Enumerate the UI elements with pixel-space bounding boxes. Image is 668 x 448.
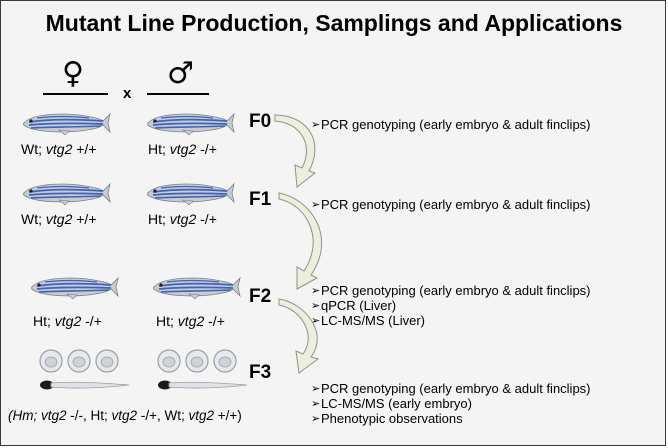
- arrow-bullet-icon: ➢: [311, 412, 321, 425]
- arrow-bullet-icon: ➢: [311, 314, 321, 327]
- generation-arrows: [274, 114, 322, 374]
- f3-applications: ➢PCR genotyping (early embryo & adult fi…: [311, 381, 591, 426]
- f0-male-genotype: Ht; vtg2 -/+: [148, 141, 217, 157]
- arrow-bullet-icon: ➢: [311, 284, 321, 297]
- arrow-bullet-icon: ➢: [311, 397, 321, 410]
- list-item: ➢PCR genotyping (early embryo & adult fi…: [311, 381, 591, 396]
- arrow-f1-to-f2: [278, 192, 322, 290]
- f1-male-genotype: Ht; vtg2 -/+: [148, 211, 217, 227]
- arrow-bullet-icon: ➢: [311, 198, 321, 211]
- list-item: ➢PCR genotyping (early embryo & adult fi…: [311, 197, 591, 212]
- f1-applications: ➢PCR genotyping (early embryo & adult fi…: [311, 197, 591, 212]
- fish-icon-f1-male: [143, 179, 235, 207]
- list-item: ➢qPCR (Liver): [311, 298, 397, 313]
- arrow-bullet-icon: ➢: [311, 118, 321, 131]
- list-item: ➢LC-MS/MS (Liver): [311, 313, 426, 328]
- fish-icon-f0-male: [143, 109, 235, 137]
- arrow-f2-to-f3: [278, 298, 320, 374]
- f3-offspring-genotypes: (Hm; vtg2 -/-, Ht; vtg2 -/+, Wt; vtg2 +/…: [8, 408, 242, 423]
- list-item: ➢PCR genotyping (early embryo & adult fi…: [311, 283, 591, 298]
- f2-applications: ➢PCR genotyping (early embryo & adult fi…: [311, 283, 591, 328]
- generation-label-f0: F0: [249, 111, 272, 132]
- male-symbol: ♂: [167, 56, 194, 91]
- generation-label-f2: F2: [249, 286, 272, 307]
- arrow-bullet-icon: ➢: [311, 382, 321, 395]
- female-symbol: ♀: [62, 56, 84, 91]
- arrow-f0-to-f1: [274, 114, 317, 188]
- female-rule: [43, 93, 108, 95]
- fish-icon-f1-female: [19, 179, 111, 207]
- list-item: ➢PCR genotyping (early embryo & adult fi…: [311, 117, 591, 132]
- fish-icon-f0-female: [19, 109, 111, 137]
- fish-icon-f2-female: [27, 273, 119, 301]
- f0-female-genotype: Wt; vtg2 +/+: [21, 141, 97, 157]
- f1-female-genotype: Wt; vtg2 +/+: [21, 211, 97, 227]
- generation-label-f3: F3: [249, 362, 272, 383]
- cross-symbol: x: [123, 85, 132, 102]
- arrow-bullet-icon: ➢: [311, 299, 321, 312]
- list-item: ➢Phenotypic observations: [311, 411, 463, 426]
- f0-applications: ➢PCR genotyping (early embryo & adult fi…: [311, 117, 591, 132]
- figure-title: Mutant Line Production, Samplings and Ap…: [45, 10, 623, 36]
- embryo-larva-icon-right: [153, 347, 249, 399]
- generation-label-f1: F1: [249, 189, 272, 210]
- embryo-larva-icon-left: [35, 347, 131, 399]
- f2-female-genotype: Ht; vtg2 -/+: [33, 313, 102, 329]
- list-item: ➢LC-MS/MS (early embryo): [311, 396, 472, 411]
- f2-male-genotype: Ht; vtg2 -/+: [156, 313, 225, 329]
- male-rule: [147, 93, 209, 95]
- fish-icon-f2-male: [149, 273, 241, 301]
